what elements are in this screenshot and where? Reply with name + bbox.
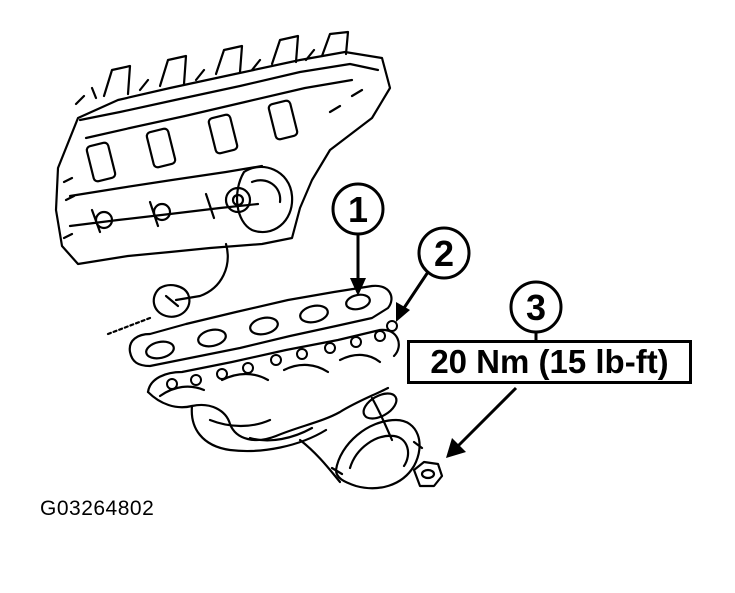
figure-id: G03264802 (40, 497, 155, 520)
callout-1: 1 (331, 182, 385, 296)
exhaust-manifold (146, 320, 424, 490)
callout-2: 2 (396, 226, 471, 322)
cylinder-head (54, 30, 392, 336)
manifold-nut (412, 460, 444, 488)
manifold-gasket (128, 284, 393, 368)
callout-2-number: 2 (434, 233, 454, 274)
torque-spec-label: 20 Nm (15 lb-ft) (407, 340, 692, 384)
callout-1-number: 1 (348, 189, 368, 230)
callout-3: 3 (509, 280, 563, 342)
torque-leader-arrow (446, 386, 518, 458)
callout-3-number: 3 (526, 287, 546, 328)
